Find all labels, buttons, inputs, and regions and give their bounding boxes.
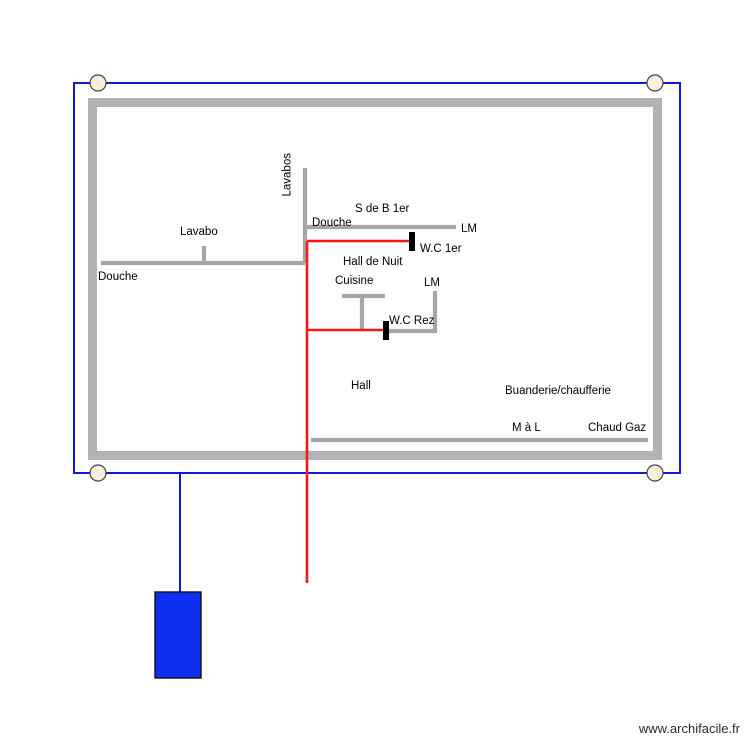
label-lm-rez: LM (424, 277, 440, 289)
label-cuisine: Cuisine (335, 275, 374, 287)
node-bottom-right[interactable] (646, 464, 664, 482)
label-douche-1er: Douche (312, 217, 352, 229)
watermark: www.archifacile.fr (638, 721, 740, 736)
label-chaud-gaz: Chaud Gaz (588, 422, 647, 434)
label-lavabo: Lavabo (180, 226, 218, 238)
gray-pipe-network (101, 168, 648, 443)
label-buanderie: Buanderie/chaufferie (505, 385, 611, 397)
blue-boundary-path (73, 82, 681, 474)
water-tank (154, 591, 202, 679)
label-hall: Hall (351, 380, 371, 392)
node-top-left[interactable] (89, 74, 107, 92)
label-hall-de-nuit: Hall de Nuit (343, 256, 403, 268)
label-m-a-l: M à L (512, 422, 541, 434)
exterior-wall-rect (88, 98, 662, 460)
downspout-group (154, 473, 202, 679)
marker-wc-rez (383, 321, 389, 340)
marker-wc-1er (409, 232, 415, 251)
blue-boundary-outline (73, 82, 681, 474)
node-bottom-left[interactable] (89, 464, 107, 482)
label-wc-1er: W.C 1er (420, 243, 462, 255)
label-lm-1er: LM (461, 223, 477, 235)
red-pipe-network (305, 239, 411, 583)
exterior-wall (88, 98, 662, 460)
label-douche-rez: Douche (98, 271, 138, 283)
label-lavabos: Lavabos (281, 153, 294, 197)
label-wc-rez: W.C Rez (389, 315, 435, 327)
node-top-right[interactable] (646, 74, 664, 92)
corner-nodes (89, 74, 664, 482)
label-s-de-b-1er: S de B 1er (355, 203, 410, 215)
pipe-markers (383, 232, 415, 340)
